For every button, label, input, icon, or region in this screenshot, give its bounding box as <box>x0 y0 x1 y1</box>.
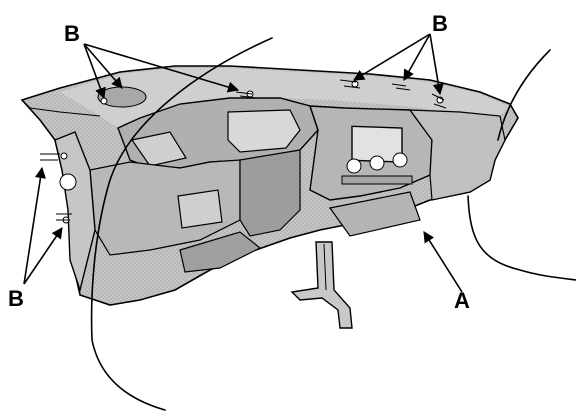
clip-marks <box>40 79 447 221</box>
left-vent <box>130 131 187 167</box>
support-bracket <box>290 241 353 329</box>
left-end-vent <box>59 173 77 191</box>
context-lines <box>90 37 576 411</box>
glove-box <box>328 191 421 237</box>
lower-trim <box>179 231 262 273</box>
climate-controls <box>341 152 413 185</box>
dashboard-top-surface <box>60 68 508 128</box>
left-end-cap <box>54 131 96 293</box>
dashboard-assembly <box>20 65 519 306</box>
callout-a: A <box>454 288 470 313</box>
callout-b-top-left: B <box>64 21 80 46</box>
callout-b-top-right: B <box>432 11 448 36</box>
callout-pointers <box>23 33 463 293</box>
instrument-gauge-opening <box>227 109 301 153</box>
right-dash-panel <box>408 109 506 201</box>
left-lower-box <box>177 189 223 229</box>
callout-b-left: B <box>8 286 24 311</box>
steering-column-opening <box>239 149 301 237</box>
